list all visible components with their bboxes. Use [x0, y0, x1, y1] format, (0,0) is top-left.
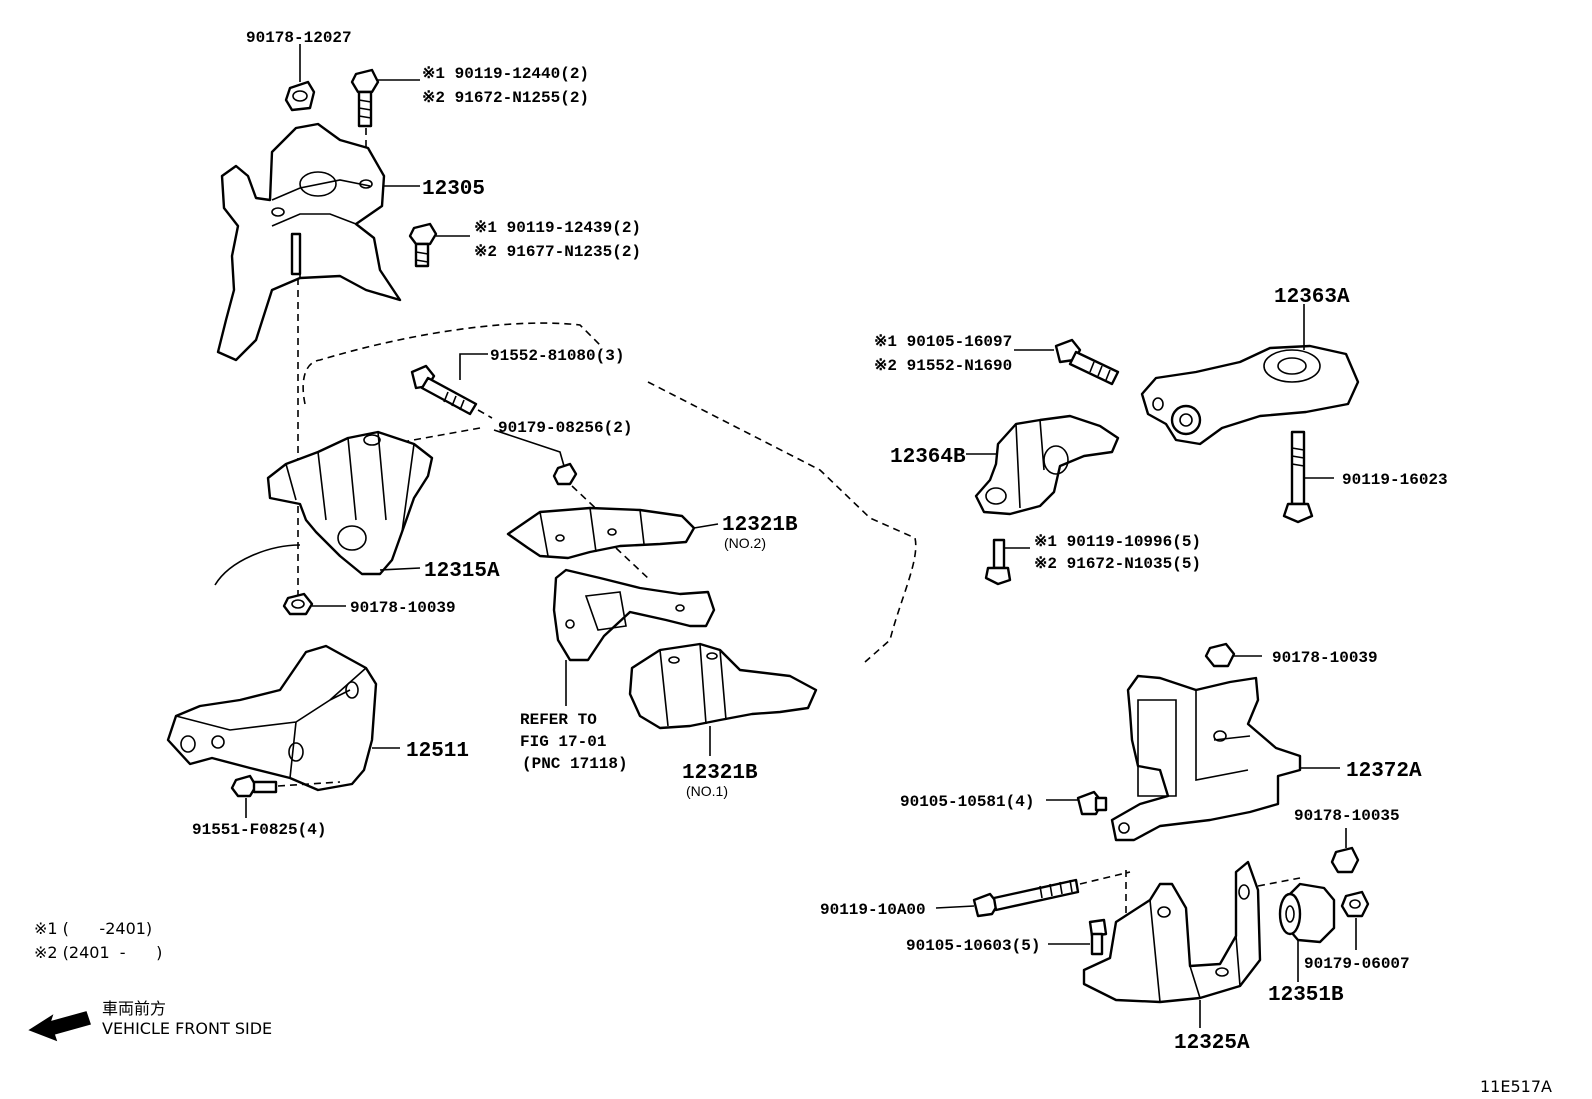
bracket-12325a: [1082, 860, 1262, 1004]
label-12321b-no2-sub: (NO.2): [724, 535, 766, 551]
label-bolt-top-1: ※1 90119-12440(2): [422, 65, 589, 83]
label-bolt-mid-2: ※2 91677-N1235(2): [474, 243, 641, 261]
label-12305: 12305: [422, 178, 485, 201]
figure-id: 11E517A: [1480, 1077, 1552, 1096]
label-90178-10039-left: 90178-10039: [350, 599, 456, 617]
label-bolt-mid-1: ※1 90119-12439(2): [474, 219, 641, 237]
label-refer-1: REFER TO: [520, 711, 597, 729]
label-90179-08256: 90179-08256(2): [498, 419, 632, 437]
bolt-top: [350, 68, 380, 128]
legend-note-2: ※2 (2401 - ): [34, 943, 162, 962]
nut-90179-08256: [552, 462, 578, 486]
label-bolt-small-1: ※1 90119-10996(5): [1034, 533, 1201, 551]
nut-90178-10039-left: [282, 592, 314, 616]
bracket-refer: [552, 568, 716, 662]
engine-outline-right: [647, 381, 917, 663]
label-90178-12027: 90178-12027: [246, 29, 352, 47]
bolt-mid: [408, 222, 438, 268]
label-91551-f0825: 91551-F0825(4): [192, 821, 326, 839]
bolt-90105-10603: [1088, 918, 1108, 956]
label-12364b: 12364B: [890, 446, 966, 469]
label-12372a: 12372A: [1346, 760, 1422, 783]
front-arrow-icon: [28, 1011, 91, 1042]
label-12321b-no2: 12321B: [722, 514, 798, 537]
bolt-91551: [230, 774, 278, 798]
label-90178-10035: 90178-10035: [1294, 807, 1400, 825]
label-bolt-right-2: ※2 91552-N1690: [874, 357, 1012, 375]
bolt-91552: [410, 364, 478, 416]
bolt-90119-10a00: [972, 878, 1080, 918]
label-refer-3: (PNC 17118): [522, 755, 628, 773]
label-12321b-no1: 12321B: [682, 762, 758, 785]
label-bolt-right-1: ※1 90105-16097: [874, 333, 1012, 351]
mount-12305: [216, 122, 402, 362]
bolt-90105-10581: [1076, 790, 1108, 816]
label-refer-2: FIG 17-01: [520, 733, 606, 751]
nut-90178-10035: [1330, 846, 1360, 874]
label-12363a: 12363A: [1274, 286, 1350, 309]
bracket-12364b: [974, 414, 1120, 516]
bolt-small: [984, 538, 1012, 586]
nut-90178-10039-right: [1204, 642, 1236, 668]
label-90119-10a00: 90119-10A00: [820, 901, 926, 919]
stud-12305: [290, 232, 302, 276]
bracket-12511: [166, 644, 378, 792]
legend-front-jp: 車両前方: [102, 999, 166, 1018]
nut-90179-06007: [1340, 890, 1370, 918]
label-bolt-small-2: ※2 91672-N1035(5): [1034, 555, 1201, 573]
nut-90178-12027: [284, 80, 316, 112]
label-90105-10581: 90105-10581(4): [900, 793, 1034, 811]
label-90119-16023: 90119-16023: [1342, 471, 1448, 489]
bracket-12372a: [1110, 674, 1302, 842]
label-90178-10039-right: 90178-10039: [1272, 649, 1378, 667]
label-12511: 12511: [406, 740, 469, 763]
label-90179-06007: 90179-06007: [1304, 955, 1410, 973]
legend-front-en: VEHICLE FRONT SIDE: [102, 1019, 272, 1038]
label-12325a: 12325A: [1174, 1032, 1250, 1055]
label-12351b: 12351B: [1268, 984, 1344, 1007]
label-90105-10603: 90105-10603(5): [906, 937, 1040, 955]
engine-outline-left: [214, 544, 301, 586]
engine-outline: [302, 322, 601, 405]
bushing-12351b: [1278, 882, 1336, 944]
label-bolt-top-2: ※2 91672-N1255(2): [422, 89, 589, 107]
bracket-12321b-no1: [628, 642, 818, 730]
bolt-right: [1054, 338, 1120, 386]
bolt-90119-16023: [1282, 430, 1314, 524]
label-12321b-no1-sub: (NO.1): [686, 783, 728, 799]
label-12315a: 12315A: [424, 560, 500, 583]
bracket-12321b-no2: [506, 506, 696, 560]
bracket-12315a: [266, 430, 434, 576]
legend-note-1: ※1 ( -2401): [34, 919, 152, 938]
label-91552-81080: 91552-81080(3): [490, 347, 624, 365]
mount-12363a: [1140, 344, 1360, 446]
